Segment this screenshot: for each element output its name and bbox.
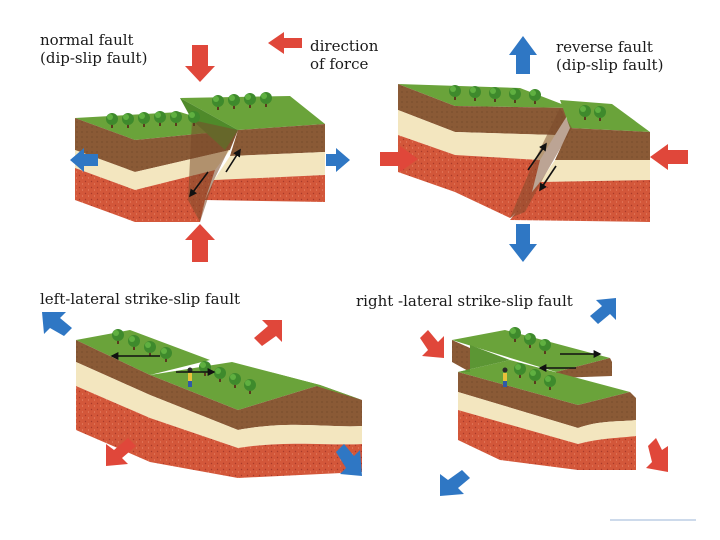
red-force-arrow-icon <box>268 32 302 54</box>
legend-of-force-label: of force <box>310 55 369 73</box>
right-lateral-block <box>452 327 636 470</box>
reverse-fault-force-arrows <box>380 36 688 262</box>
red-force-arrow-icon <box>646 438 668 472</box>
red-force-arrow-icon <box>185 45 215 82</box>
red-force-arrow-icon <box>106 438 136 466</box>
normal-fault-force-arrows <box>70 45 350 262</box>
red-force-arrow-icon <box>650 144 688 170</box>
left-lateral-force-arrows <box>42 312 362 476</box>
red-force-arrow-icon <box>420 330 444 358</box>
red-force-arrow-icon <box>380 146 418 172</box>
person-icon <box>502 367 508 387</box>
reverse-fault-subtitle: (dip-slip fault) <box>556 56 664 74</box>
normal-fault-block <box>75 92 325 222</box>
normal-fault-title: normal fault <box>40 31 134 49</box>
legend-direction-label: direction <box>310 37 379 55</box>
blue-force-arrow-icon <box>336 444 362 476</box>
blue-force-arrow-icon <box>440 470 470 496</box>
reverse-fault-title: reverse fault <box>556 38 653 56</box>
right-lateral-force-arrows <box>420 298 668 496</box>
normal-fault-subtitle: (dip-slip fault) <box>40 49 148 67</box>
red-force-arrow-icon <box>254 320 282 346</box>
left-lateral-block <box>76 329 362 478</box>
person-icon <box>187 367 193 387</box>
right-lateral-title: right -lateral strike-slip fault <box>356 292 573 310</box>
blue-force-arrow-icon <box>70 148 98 172</box>
blue-force-arrow-icon <box>590 298 616 324</box>
reverse-fault-block <box>398 84 650 222</box>
blue-force-arrow-icon <box>509 224 537 262</box>
red-force-arrow-icon <box>185 224 215 262</box>
blue-force-arrow-icon <box>42 312 72 336</box>
blue-force-arrow-icon <box>509 36 537 74</box>
left-lateral-title: left-lateral strike-slip fault <box>40 290 241 308</box>
blue-force-arrow-icon <box>326 148 350 172</box>
